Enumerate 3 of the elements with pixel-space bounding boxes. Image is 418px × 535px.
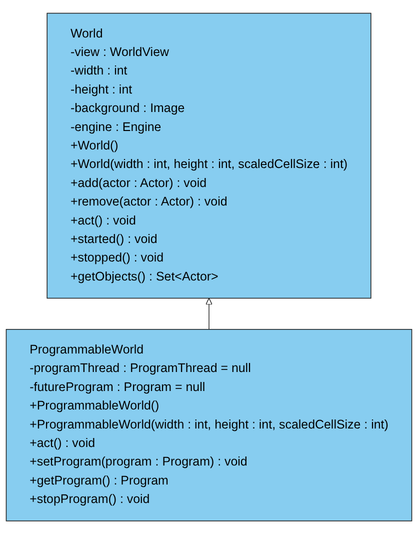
node-box: World -view : WorldView -width : int -height : int -background : Image -engine : Engine +World() +World(width : int, height : int, scaledCellSize : int) +add(actor : Actor) : void +remove(actor : Actor) : void +act() : void +started() : void +stopped() : void +getObjects() : Set<Actor>	[46, 13, 372, 300]
arrow	[206, 298, 212, 330]
node-box: ProgrammableWorld -programThread : ProgramThread = null -futureProgram : Program = null +ProgrammableWorld() +ProgrammableWorld(width : int, height : int, scaledCellSize : int) +act() : void +setProgram(program : Program) : void +getProgram() : Program +stopProgram() : void	[6, 329, 412, 522]
